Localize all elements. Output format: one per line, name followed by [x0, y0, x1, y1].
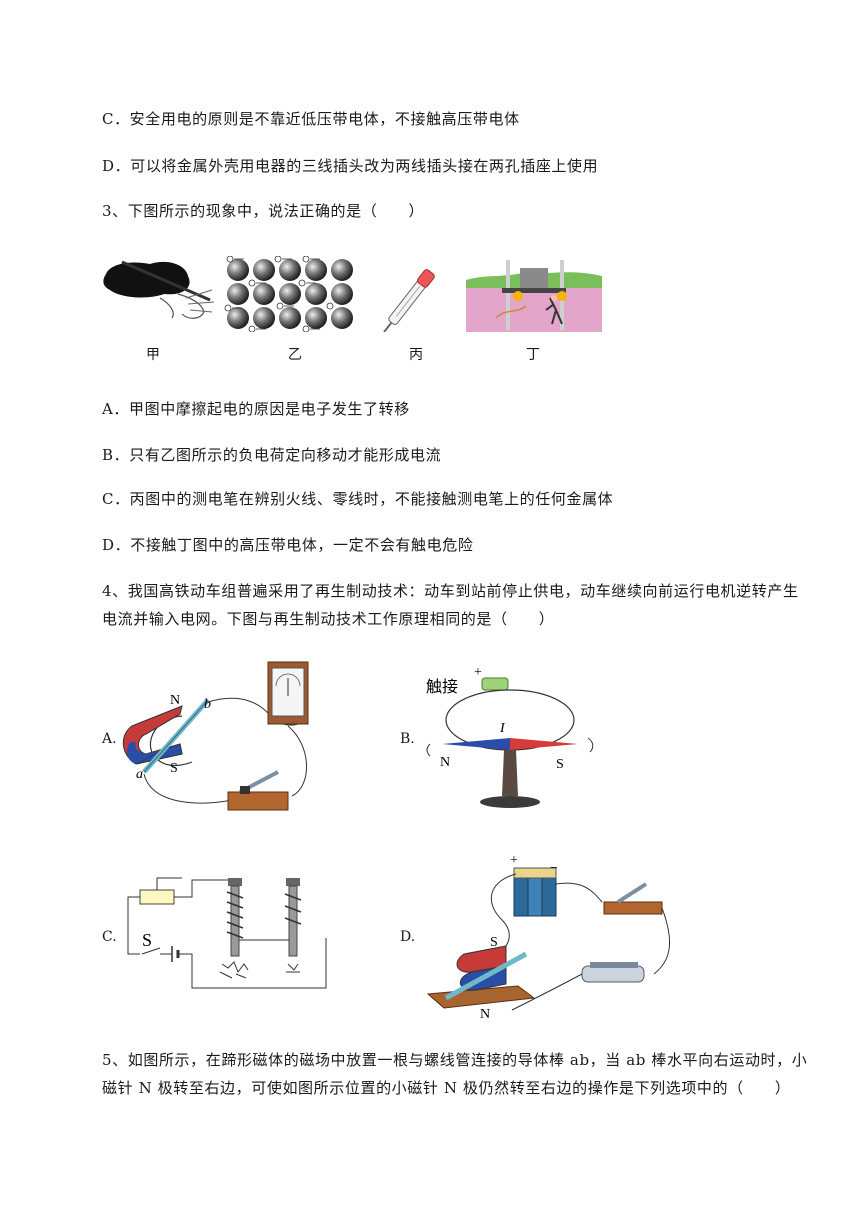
q4b-s-pole: S [556, 757, 564, 772]
q4-option-c-label: C. [102, 929, 117, 945]
electron-flow-figure [224, 256, 353, 332]
q4-option-b-figure: 触接 + I N S [426, 665, 594, 808]
q4-option-c-figure: S [127, 877, 327, 989]
q3-option-d: D．不接触丁图中的高压带电体，一定不会有触电危险 [102, 536, 474, 554]
caption-jia: 甲 [146, 347, 160, 363]
q4b-n-pole: N [440, 755, 450, 770]
q4c-switch-s: S [142, 930, 152, 950]
q4d-plus: + [510, 853, 518, 868]
q4a-s-pole: S [170, 761, 178, 776]
q4-option-b-label: B. [400, 731, 415, 747]
rubbing-figure [103, 260, 215, 319]
q4d-s-pole: S [490, 935, 498, 950]
q2-option-d: D．可以将金属外壳用电器的三线插头改为两线插头接在两孔插座上使用 [102, 157, 599, 175]
caption-ding: 丁 [526, 347, 540, 363]
q4b-current: I [499, 721, 506, 736]
q4-stem-line1: 4、我国高铁动车组普遍采用了再生制动技术：动车到站前停止供电，动车继续向前运行电… [102, 582, 799, 600]
q5-stem-line1: 5、如图所示，在蹄形磁体的磁场中放置一根与螺线管连接的导体棒 ab，当 ab 棒… [102, 1051, 808, 1069]
q4-stem-line2: 电流并输入电网。下图与再生制动技术工作原理相同的是（ ） [102, 610, 555, 628]
q3-option-b: B．只有乙图所示的负电荷定向移动才能形成电流 [102, 446, 442, 464]
q3-option-a: A．甲图中摩擦起电的原因是电子发生了转移 [102, 400, 410, 418]
high-voltage-figure [466, 258, 602, 332]
q4-option-a-figure: N S a b [122, 661, 309, 811]
q4-option-a-label: A. [102, 731, 117, 747]
q4a-n-pole: N [170, 693, 180, 708]
q3-option-c: C．丙图中的测电笔在辨别火线、零线时，不能接触测电笔上的任何金属体 [102, 490, 614, 508]
q4b-plus: + [474, 665, 482, 680]
q4-option-d-label: D. [400, 929, 416, 945]
q3-stem: 3、下图所示的现象中，说法正确的是（ ） [102, 202, 425, 220]
q2-option-c: C．安全用电的原则是不靠近低压带电体，不接触高压带电体 [102, 110, 520, 128]
q4a-end-b: b [204, 697, 211, 712]
q4a-end-a: a [136, 767, 143, 782]
q4b-touch-label: 触接 [426, 678, 458, 696]
test-pen-figure [383, 269, 435, 332]
q5-stem-line2: 磁针 N 极转至右边，可使如图所示位置的小磁针 N 极仍然转至右边的操作是下列选… [102, 1079, 791, 1097]
caption-yi: 乙 [288, 347, 302, 363]
q4d-n-pole: N [480, 1007, 490, 1022]
caption-bing: 丙 [409, 347, 423, 363]
q4-option-d-figure: + − S N [426, 853, 671, 1022]
